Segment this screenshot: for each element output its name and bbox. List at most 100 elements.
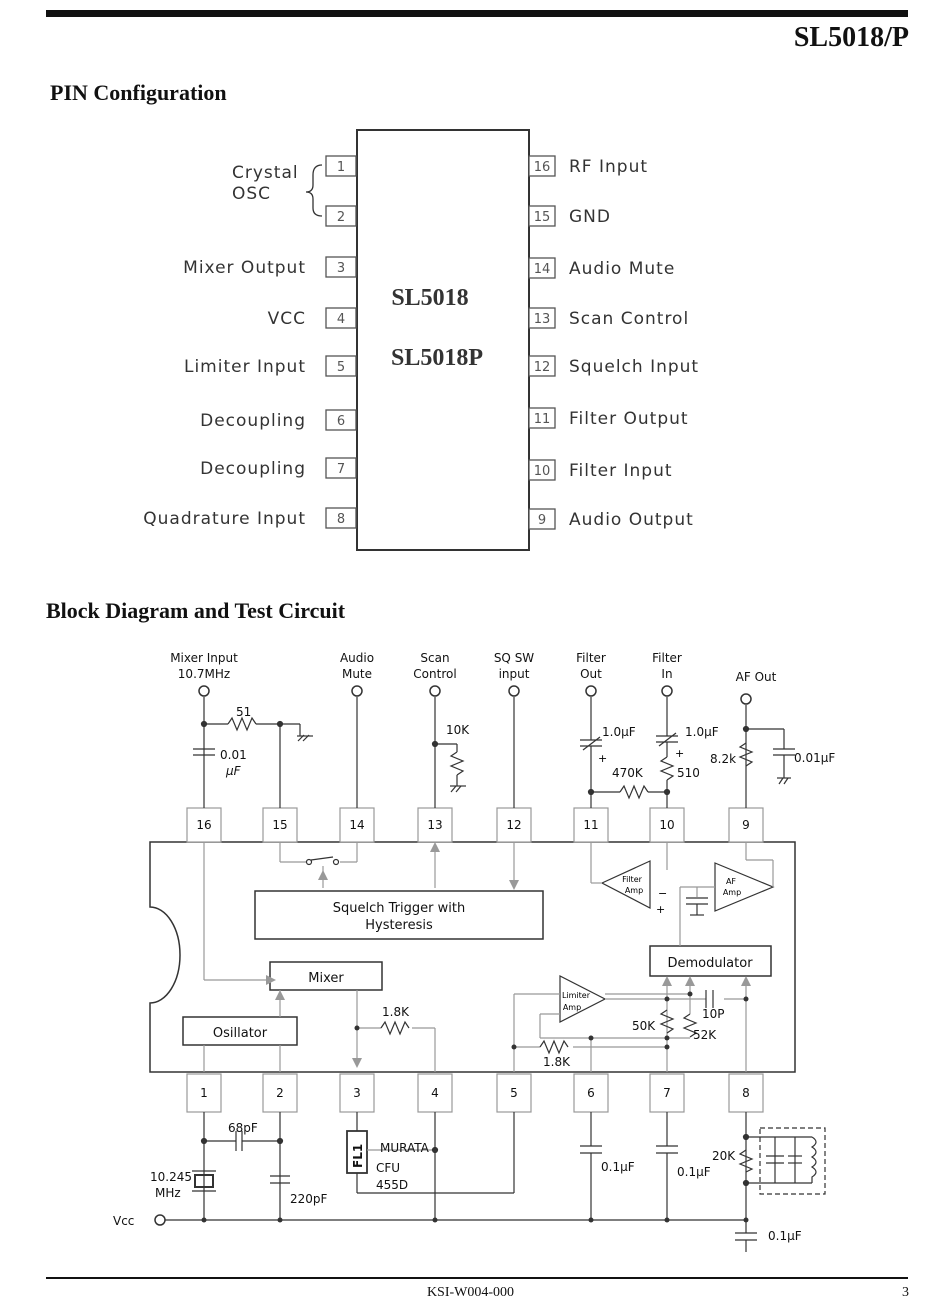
pin-box-2 xyxy=(325,205,357,227)
chip-body xyxy=(356,129,530,551)
terminal-label-3-a: Scan xyxy=(420,651,449,665)
terminal-label-2-b: Mute xyxy=(342,667,372,681)
terminal-label-5-a: Filter xyxy=(576,651,606,665)
terminal-label-5-b: Out xyxy=(580,667,602,681)
c1uf-b-label: 1.0µF xyxy=(685,725,719,739)
ic-pin-number-10: 10 xyxy=(659,818,674,832)
terminal-7 xyxy=(740,693,752,705)
pin-box-11 xyxy=(528,407,556,429)
svg-text:+: + xyxy=(598,752,607,765)
ic-pin-number-8: 8 xyxy=(742,1086,750,1100)
pin-label-6: Decoupling xyxy=(200,411,306,431)
c001b-label: 0.01µF xyxy=(794,751,835,765)
af-amp-label-2: Amp xyxy=(723,888,741,897)
ic-pin-number-2: 2 xyxy=(276,1086,284,1100)
terminal-6 xyxy=(661,685,673,697)
limiter-amp-label-1: Limiter xyxy=(562,991,591,1000)
crystal-bracket xyxy=(305,164,323,217)
c001-unit: µF xyxy=(225,764,242,778)
pin-number-10: 10 xyxy=(534,464,551,479)
c1uf-a-label: 1.0µF xyxy=(602,725,636,739)
mixer-label: Mixer xyxy=(308,971,344,986)
mixer-block xyxy=(269,961,383,991)
pin-label-7: Decoupling xyxy=(200,459,306,479)
pin-label-12: Squelch Input xyxy=(569,357,699,377)
r20k-label: 20K xyxy=(712,1149,736,1163)
pin-label-16: RF Input xyxy=(569,157,648,177)
pin-box-8 xyxy=(325,507,357,529)
pin-number-4: 4 xyxy=(337,312,345,327)
terminal-5 xyxy=(585,685,597,697)
xtal-label-2: MHz xyxy=(155,1186,181,1200)
pin-label-9: Audio Output xyxy=(569,510,694,530)
pin-box-14 xyxy=(528,257,556,279)
pin-number-13: 13 xyxy=(534,312,551,327)
r50k-label: 50K xyxy=(632,1019,656,1033)
ic-outline xyxy=(149,841,796,1073)
page-number: 3 xyxy=(902,1285,909,1300)
ic-pin-box-7 xyxy=(649,1073,685,1113)
pin-number-16: 16 xyxy=(534,160,551,175)
pin-number-14: 14 xyxy=(534,262,551,277)
pin-label-4: VCC xyxy=(268,309,306,329)
ic-pin-box-2 xyxy=(262,1073,298,1113)
terminal-label-4-b: input xyxy=(499,667,530,681)
r52k-label: 52K xyxy=(693,1028,717,1042)
pin-number-15: 15 xyxy=(534,210,551,225)
murata-label: MURATA xyxy=(380,1141,430,1155)
ic-pin-box-13 xyxy=(417,807,453,843)
ic-pin-box-12 xyxy=(496,807,532,843)
pin-label-11: Filter Output xyxy=(569,409,689,429)
pin-label-13: Scan Control xyxy=(569,309,689,329)
terminal-label-1-a: Mixer Input xyxy=(170,651,238,665)
squelch-block xyxy=(254,890,544,940)
terminal-label-1-b: 10.7MHz xyxy=(178,667,230,681)
terminal-2 xyxy=(351,685,363,697)
pin-box-6 xyxy=(325,409,357,431)
filter-amp-triangle xyxy=(600,860,651,909)
terminal-label-4-a: SQ SW xyxy=(494,651,534,665)
demodulator-label: Demodulator xyxy=(667,956,753,971)
c001-label: 0.01 xyxy=(220,748,247,762)
ic-pin-number-12: 12 xyxy=(506,818,521,832)
svg-text:−: − xyxy=(658,887,667,900)
cfu-freq-label: 455D xyxy=(376,1178,408,1192)
pin-number-5: 5 xyxy=(337,360,345,375)
pin-label-8: Quadrature Input xyxy=(143,509,306,529)
limiter-amp-triangle xyxy=(559,975,607,1023)
terminal-label-6-a: Filter xyxy=(652,651,682,665)
pin-box-13 xyxy=(528,307,556,329)
ic-pin-number-5: 5 xyxy=(510,1086,518,1100)
crystal-label-1: Crystal xyxy=(232,163,299,183)
ic-pin-number-16: 16 xyxy=(196,818,211,832)
c01-6-label: 0.1µF xyxy=(601,1160,635,1174)
ic-pin-number-13: 13 xyxy=(427,818,442,832)
terminal-1 xyxy=(198,685,210,697)
limiter-amp-label-2: Amp xyxy=(563,1003,581,1012)
ic-pin-number-7: 7 xyxy=(663,1086,671,1100)
ic-pin-box-6 xyxy=(573,1073,609,1113)
r18k-b-label: 1.8K xyxy=(543,1055,571,1069)
ic-pin-number-9: 9 xyxy=(742,818,750,832)
pin-box-16 xyxy=(528,155,556,177)
pin-number-12: 12 xyxy=(534,360,551,375)
filter-amp-label-2: Amp xyxy=(625,886,643,895)
svg-text:+: + xyxy=(675,747,684,760)
pin-config-title: PIN Configuration xyxy=(50,80,227,105)
r18k-a-label: 1.8K xyxy=(382,1005,410,1019)
squelch-label-1: Squelch Trigger with xyxy=(333,901,465,916)
pin-box-10 xyxy=(528,459,556,481)
c68p-label: 68pF xyxy=(228,1121,258,1135)
c01-vcc-label: 0.1µF xyxy=(768,1229,802,1243)
block-diagram-title: Block Diagram and Test Circuit xyxy=(46,598,346,623)
pin-number-1: 1 xyxy=(337,160,345,175)
filter-amp-label-1: Filter xyxy=(622,875,643,884)
c10p-label: 10P xyxy=(702,1007,725,1021)
chip-name-2: SL5018P xyxy=(391,345,483,371)
vcc-label: Vcc xyxy=(113,1214,134,1228)
pin-label-5: Limiter Input xyxy=(184,357,306,377)
pin-box-12 xyxy=(528,355,556,377)
header-rule xyxy=(46,10,908,17)
